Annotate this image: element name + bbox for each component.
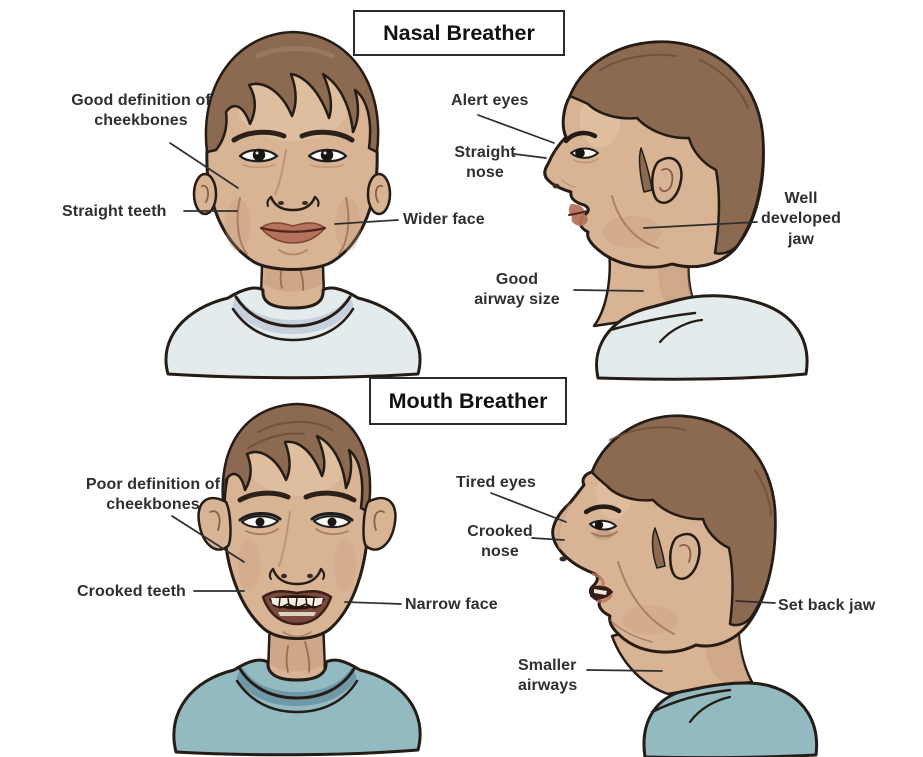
label-mouth-airway: Smaller airways xyxy=(518,657,578,695)
label-nasal-jaw: Well developed jaw xyxy=(760,190,842,248)
mouth-breather-title-box: Mouth Breather xyxy=(369,377,567,425)
leader-mouth-airway xyxy=(586,669,663,672)
leader-mouth-eyes xyxy=(490,492,567,523)
leader-nasal-cheekbones xyxy=(169,142,239,189)
leader-lines xyxy=(169,114,776,672)
mouth-breather-title: Mouth Breather xyxy=(388,388,548,413)
label-mouth-cheekbones: Poor definition of cheekbones xyxy=(85,476,221,514)
leader-mouth-jaw xyxy=(735,600,776,604)
leader-nasal-eyes xyxy=(477,114,555,144)
leader-mouth-nose xyxy=(531,537,565,541)
label-nasal-eyes: Alert eyes xyxy=(451,92,529,109)
label-mouth-eyes: Tired eyes xyxy=(456,474,536,491)
leader-nasal-nose xyxy=(513,153,547,159)
label-mouth-teeth: Crooked teeth xyxy=(77,583,186,600)
label-nasal-nose: Straight nose xyxy=(454,144,516,182)
label-nasal-face: Wider face xyxy=(403,211,485,228)
leader-nasal-airway xyxy=(573,289,644,292)
label-mouth-face: Narrow face xyxy=(405,596,498,613)
mouth-front-face-illustration xyxy=(172,402,422,757)
leader-nasal-face xyxy=(334,219,399,225)
label-mouth-jaw: Set back jaw xyxy=(778,597,876,614)
nasal-profile-face-illustration xyxy=(543,40,809,381)
label-nasal-cheekbones: Good definition of cheekbones xyxy=(71,92,211,130)
leader-mouth-face xyxy=(344,601,402,605)
leader-mouth-cheekbones xyxy=(171,515,245,563)
nasal-breather-title-box: Nasal Breather xyxy=(353,10,565,56)
nasal-front-face-illustration xyxy=(164,30,422,380)
label-nasal-airway: Good airway size xyxy=(474,271,560,309)
label-mouth-nose: Crooked nose xyxy=(467,523,533,561)
leader-nasal-jaw xyxy=(643,221,758,229)
nasal-breather-title: Nasal Breather xyxy=(383,20,535,45)
mouth-profile-face-illustration xyxy=(551,414,819,757)
label-nasal-teeth: Straight teeth xyxy=(62,203,167,220)
